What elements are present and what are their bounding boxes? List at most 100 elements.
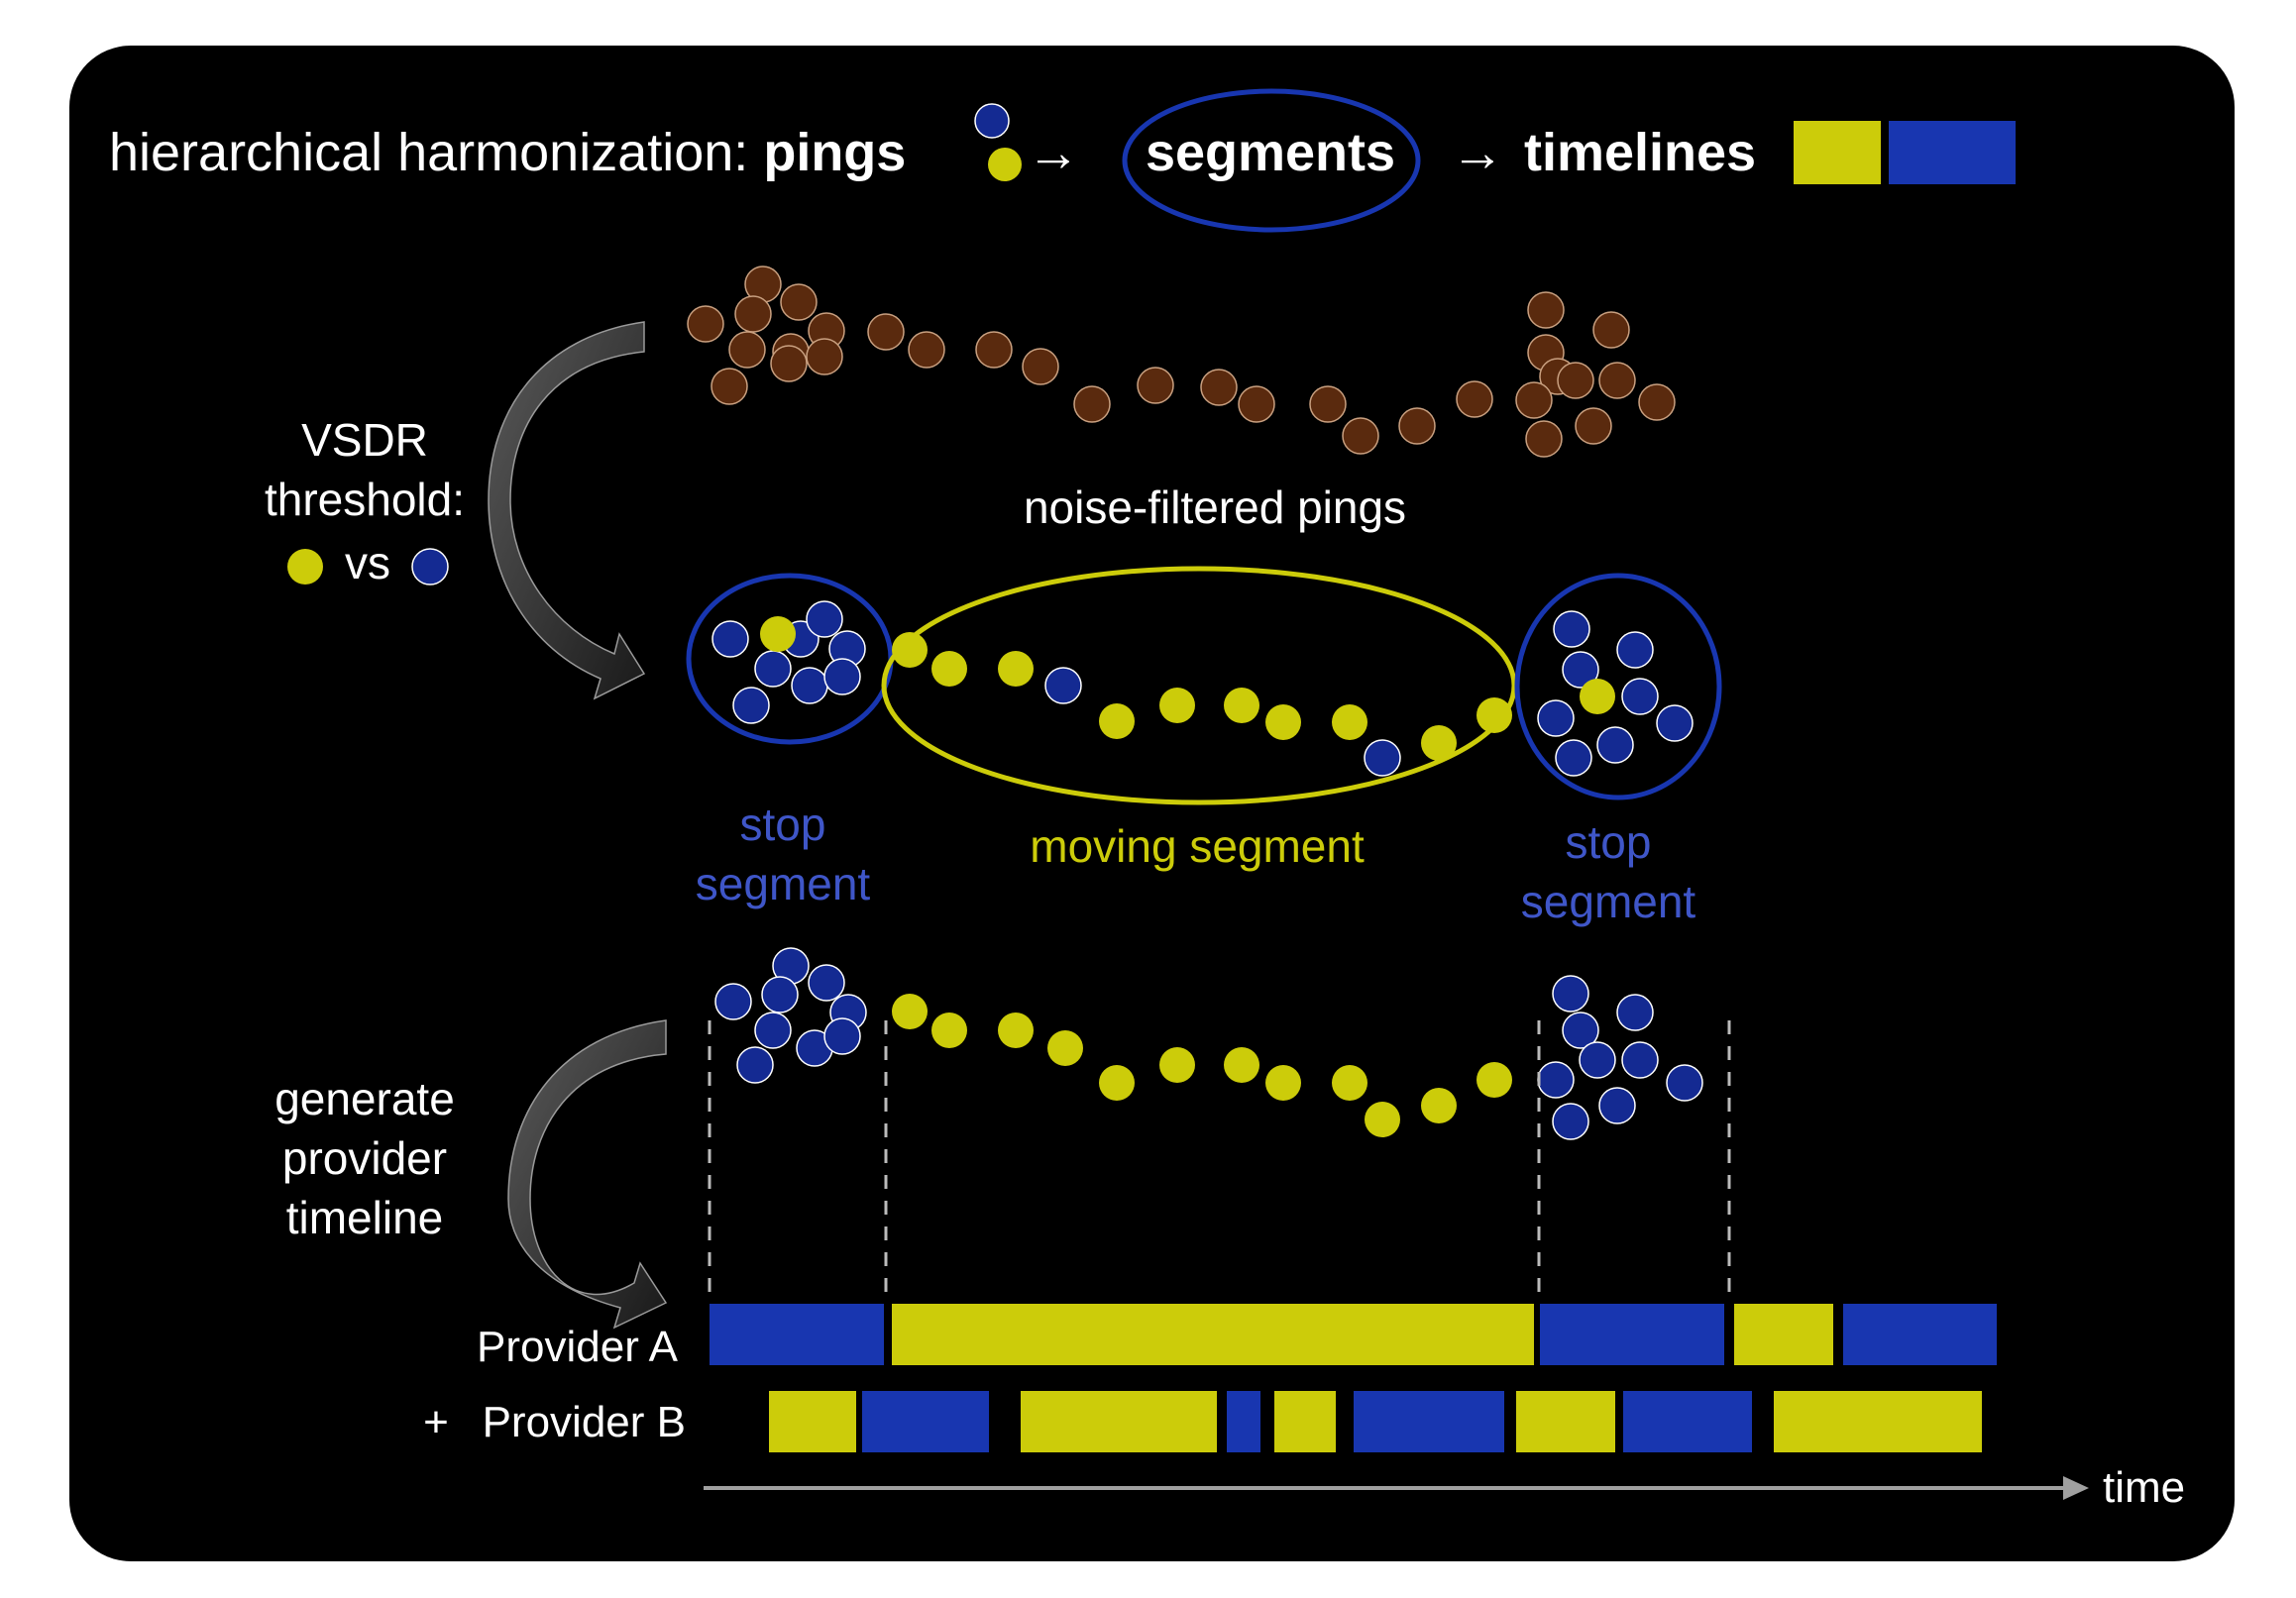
stop-ping	[823, 658, 861, 695]
provider-a-segment	[1843, 1304, 1997, 1365]
brown-ping	[1638, 383, 1676, 421]
moving-ping	[1224, 688, 1259, 723]
moving-ping	[892, 994, 928, 1029]
moving-ping	[931, 651, 967, 687]
vsdr-yellow-dot-icon	[287, 549, 323, 585]
provider-b-segment	[1774, 1391, 1982, 1452]
brown-ping	[711, 368, 748, 405]
brown-ping	[1309, 385, 1347, 423]
generate-label-line-3: timeline	[286, 1192, 444, 1243]
brown-ping	[780, 283, 818, 321]
provider-b-segment	[1227, 1391, 1260, 1452]
brown-ping	[1073, 385, 1111, 423]
noise-filtered-pings-group	[687, 266, 1676, 458]
moving-ping	[892, 632, 928, 668]
stop-ping	[711, 620, 749, 658]
brown-ping	[1592, 311, 1630, 349]
brown-ping	[1557, 362, 1594, 399]
stop-ping	[1656, 704, 1694, 742]
provider-b-segment	[1623, 1391, 1752, 1452]
brown-ping	[1342, 417, 1379, 455]
vsdr-vs-label: vs	[345, 537, 390, 588]
stop-left-caption-1: stop	[740, 799, 826, 850]
vsdr-label-line-2: threshold:	[265, 474, 465, 525]
moving-ping	[1099, 703, 1135, 739]
segments-highlight-ellipse	[1122, 88, 1421, 233]
brown-ping	[687, 305, 724, 343]
provider-b-segment	[1516, 1391, 1615, 1452]
provider-a-segment	[710, 1304, 884, 1365]
provider-b-segment	[769, 1391, 856, 1452]
stop-left-caption-2: segment	[696, 858, 871, 909]
moving-ping	[1332, 704, 1367, 740]
moving-segment-caption: moving segment	[1030, 820, 1365, 872]
brown-ping	[1238, 385, 1275, 423]
moving-ping	[1365, 1102, 1400, 1137]
stop-ping	[1553, 610, 1590, 648]
moving-ping	[931, 1012, 967, 1048]
brown-ping	[867, 313, 905, 351]
title-yellow-block-icon	[1794, 121, 1881, 184]
segment-boundary-lines	[708, 1020, 1731, 1293]
title-text: hierarchical harmonization: pings	[109, 123, 906, 182]
title-arrow-1: →	[1027, 123, 1080, 182]
generate-label-line-2: provider	[282, 1132, 447, 1184]
stop-ping	[736, 1046, 774, 1084]
provider-b-segment	[1354, 1391, 1504, 1452]
moving-noise-ping	[1364, 739, 1401, 777]
stop-ping	[1621, 1041, 1659, 1079]
moving-ping	[1159, 688, 1195, 723]
stop-ping	[1621, 678, 1659, 715]
brown-ping	[1456, 380, 1493, 418]
stop-ping	[1579, 1041, 1616, 1079]
stop-ping	[714, 983, 752, 1020]
moving-ping	[1332, 1065, 1367, 1101]
moving-ping	[1047, 1030, 1083, 1066]
moving-ping	[1159, 1047, 1195, 1083]
title-pings: pings	[763, 123, 906, 182]
stop-ping	[761, 976, 799, 1013]
stop-ping	[806, 600, 843, 638]
brown-ping	[1527, 291, 1565, 329]
moving-ping	[998, 1012, 1034, 1048]
time-axis-label: time	[2103, 1463, 2185, 1512]
noise-filtered-caption: noise-filtered pings	[1024, 481, 1406, 533]
brown-ping	[1525, 420, 1563, 458]
stop-segment-right-ellipse	[1514, 573, 1722, 800]
title-prefix: hierarchical harmonization:	[109, 123, 763, 182]
stop-ping	[1562, 1012, 1599, 1049]
moving-ping	[1224, 1047, 1259, 1083]
moving-noise-ping	[1044, 667, 1082, 704]
stop-ping	[754, 1012, 792, 1049]
stop-right-caption-1: stop	[1566, 816, 1652, 868]
vsdr-label-line-1: VSDR	[301, 414, 428, 466]
stop-ping	[1552, 975, 1589, 1012]
segmented-pings-group	[711, 600, 1694, 777]
generate-label-line-1: generate	[274, 1073, 455, 1124]
stop-ping	[1537, 1061, 1575, 1099]
time-axis-arrowhead	[2063, 1476, 2089, 1500]
provider-a-label: Provider A	[477, 1323, 679, 1371]
timeline-pings-group	[714, 947, 1703, 1140]
brown-ping	[1200, 369, 1238, 406]
stop-ping	[1555, 739, 1592, 777]
brown-ping	[1022, 348, 1059, 385]
curved-arrow-upper	[488, 321, 646, 700]
moving-ping	[1421, 725, 1457, 761]
moving-ping	[998, 651, 1034, 687]
stop-noise-ping	[760, 616, 796, 652]
stop-ping	[754, 650, 792, 688]
title-arrow-2: →	[1451, 123, 1504, 182]
title-segments: segments	[1146, 123, 1395, 182]
stop-ping	[1616, 631, 1654, 669]
brown-ping	[734, 295, 772, 333]
provider-a-segment	[892, 1304, 1534, 1365]
stop-ping	[823, 1017, 861, 1055]
moving-ping	[1476, 1062, 1512, 1098]
provider-b-segment	[862, 1391, 989, 1452]
stop-ping	[1616, 994, 1654, 1031]
vsdr-blue-dot-icon	[411, 548, 449, 586]
stop-noise-ping	[1580, 679, 1615, 714]
provider-a-timeline	[710, 1304, 1997, 1365]
stop-ping	[732, 687, 770, 724]
